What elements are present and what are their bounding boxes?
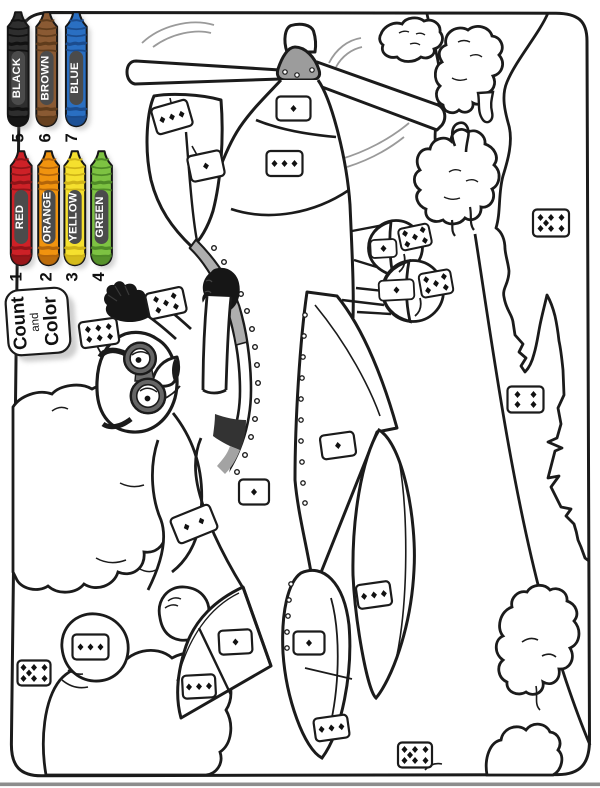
svg-text:1: 1 bbox=[8, 272, 26, 281]
svg-text:YELLOW: YELLOW bbox=[68, 192, 80, 242]
svg-text:7: 7 bbox=[63, 133, 81, 142]
svg-text:RED: RED bbox=[14, 205, 26, 229]
svg-text:4: 4 bbox=[90, 272, 108, 282]
svg-text:ORANGE: ORANGE bbox=[41, 191, 53, 242]
svg-text:3: 3 bbox=[64, 272, 82, 281]
svg-text:GREEN: GREEN bbox=[94, 196, 106, 237]
svg-text:BLUE: BLUE bbox=[69, 62, 81, 94]
svg-text:BLACK: BLACK bbox=[11, 57, 23, 98]
svg-text:and: and bbox=[29, 312, 42, 332]
svg-text:Count: Count bbox=[6, 296, 31, 351]
svg-text:2: 2 bbox=[38, 272, 56, 281]
svg-text:5: 5 bbox=[10, 133, 28, 142]
svg-text:Color: Color bbox=[39, 295, 63, 347]
svg-text:6: 6 bbox=[37, 133, 55, 142]
svg-text:BROWN: BROWN bbox=[39, 56, 51, 101]
